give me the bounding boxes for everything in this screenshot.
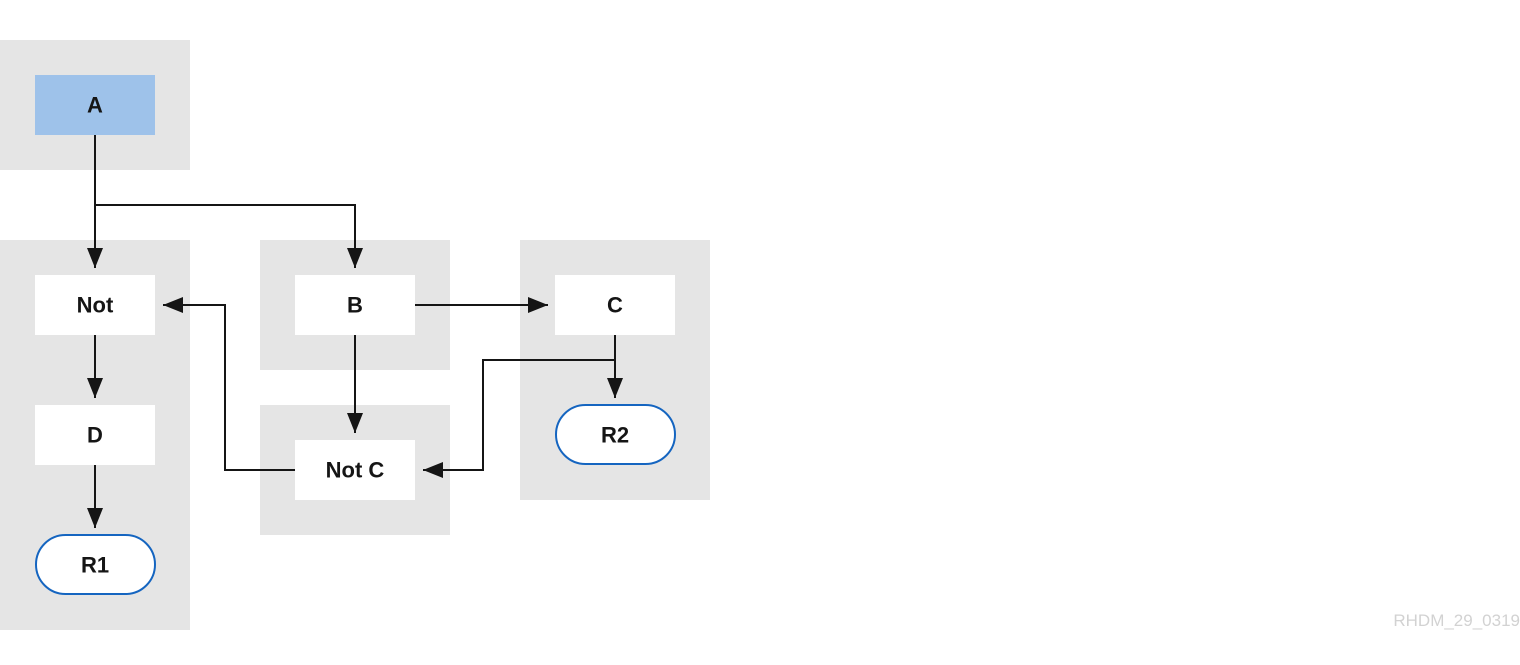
node-d: D	[35, 405, 155, 465]
result-r1: R1	[35, 534, 156, 595]
node-d-label: D	[87, 423, 103, 448]
connectors	[87, 135, 623, 528]
node-c-label: C	[607, 293, 623, 318]
node-c: C	[555, 275, 675, 335]
node-not: Not	[35, 275, 155, 335]
figure-id-watermark: RHDM_29_0319	[1393, 611, 1520, 630]
node-b-label: B	[347, 293, 363, 318]
edge-a-to-b	[95, 204, 363, 268]
result-r2: R2	[555, 404, 676, 465]
edge-not-c-to-not	[163, 297, 295, 471]
node-b: B	[295, 275, 415, 335]
node-a: A	[35, 75, 155, 135]
edge-c-to-not-c	[423, 359, 615, 478]
node-not-c-label: Not C	[326, 458, 385, 483]
result-r2-label: R2	[601, 423, 629, 448]
node-not-c: Not C	[295, 440, 415, 500]
node-a-label: A	[87, 93, 103, 118]
node-not-label: Not	[77, 293, 114, 318]
result-r1-label: R1	[81, 553, 109, 578]
